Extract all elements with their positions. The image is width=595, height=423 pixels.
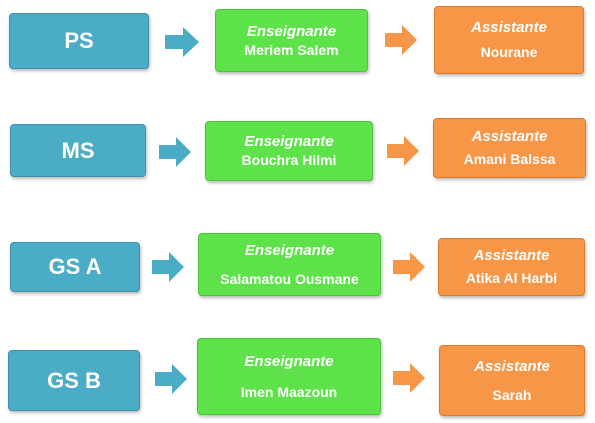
teacher-box-gs-b: Enseignante Imen Maazoun (197, 338, 381, 415)
arrow-right-icon (159, 137, 191, 167)
arrow-right-icon (152, 252, 184, 282)
teacher-name: Bouchra Hilmi (241, 152, 337, 168)
grade-box-ms: MS (10, 124, 146, 177)
teacher-role-label: Enseignante (244, 133, 334, 150)
assistant-box-ms: Assistante Amani Balssa (433, 118, 586, 178)
assistant-box-ps: Assistante Nourane (434, 6, 584, 74)
assistant-name: Atika Al Harbi (465, 270, 558, 286)
assistant-role-label: Assistante (473, 247, 550, 264)
assistant-box-gs-b: Assistante Sarah (439, 345, 585, 416)
teacher-role-label: Enseignante (246, 22, 337, 40)
teacher-role-label: Enseignante (244, 352, 334, 370)
grade-label: MS (61, 137, 95, 163)
grade-label: GS A (48, 254, 102, 279)
grade-box-gs-a: GS A (10, 242, 140, 292)
grade-label: PS (64, 28, 94, 53)
arrow-right-icon (387, 136, 419, 166)
arrow-right-icon (155, 364, 187, 394)
grade-box-gs-b: GS B (8, 350, 140, 411)
assistant-role-label: Assistante (474, 357, 550, 375)
arrow-right-icon (393, 363, 425, 393)
grade-label: GS B (47, 367, 101, 393)
assistant-role-label: Assistante (471, 128, 548, 145)
teacher-box-ms: Enseignante Bouchra Hilmi (205, 121, 373, 181)
teacher-role-label: Enseignante (244, 241, 335, 259)
arrow-right-icon (385, 25, 417, 55)
arrow-right-icon (165, 27, 199, 57)
assistant-name: Amani Balssa (463, 151, 556, 167)
grade-box-ps: PS (9, 13, 149, 69)
teacher-box-ps: Enseignante Meriem Salem (215, 9, 368, 72)
assistant-role-label: Assistante (471, 19, 547, 36)
assistant-box-gs-a: Assistante Atika Al Harbi (438, 238, 585, 296)
arrow-right-icon (393, 252, 425, 282)
teacher-name: Meriem Salem (244, 41, 339, 58)
assistant-name: Sarah (492, 386, 532, 403)
teacher-name: Salamatou Ousmane (220, 270, 359, 287)
assistant-name: Nourane (480, 44, 538, 60)
teacher-name: Imen Maazoun (240, 383, 338, 400)
teacher-box-gs-a: Enseignante Salamatou Ousmane (198, 233, 381, 296)
